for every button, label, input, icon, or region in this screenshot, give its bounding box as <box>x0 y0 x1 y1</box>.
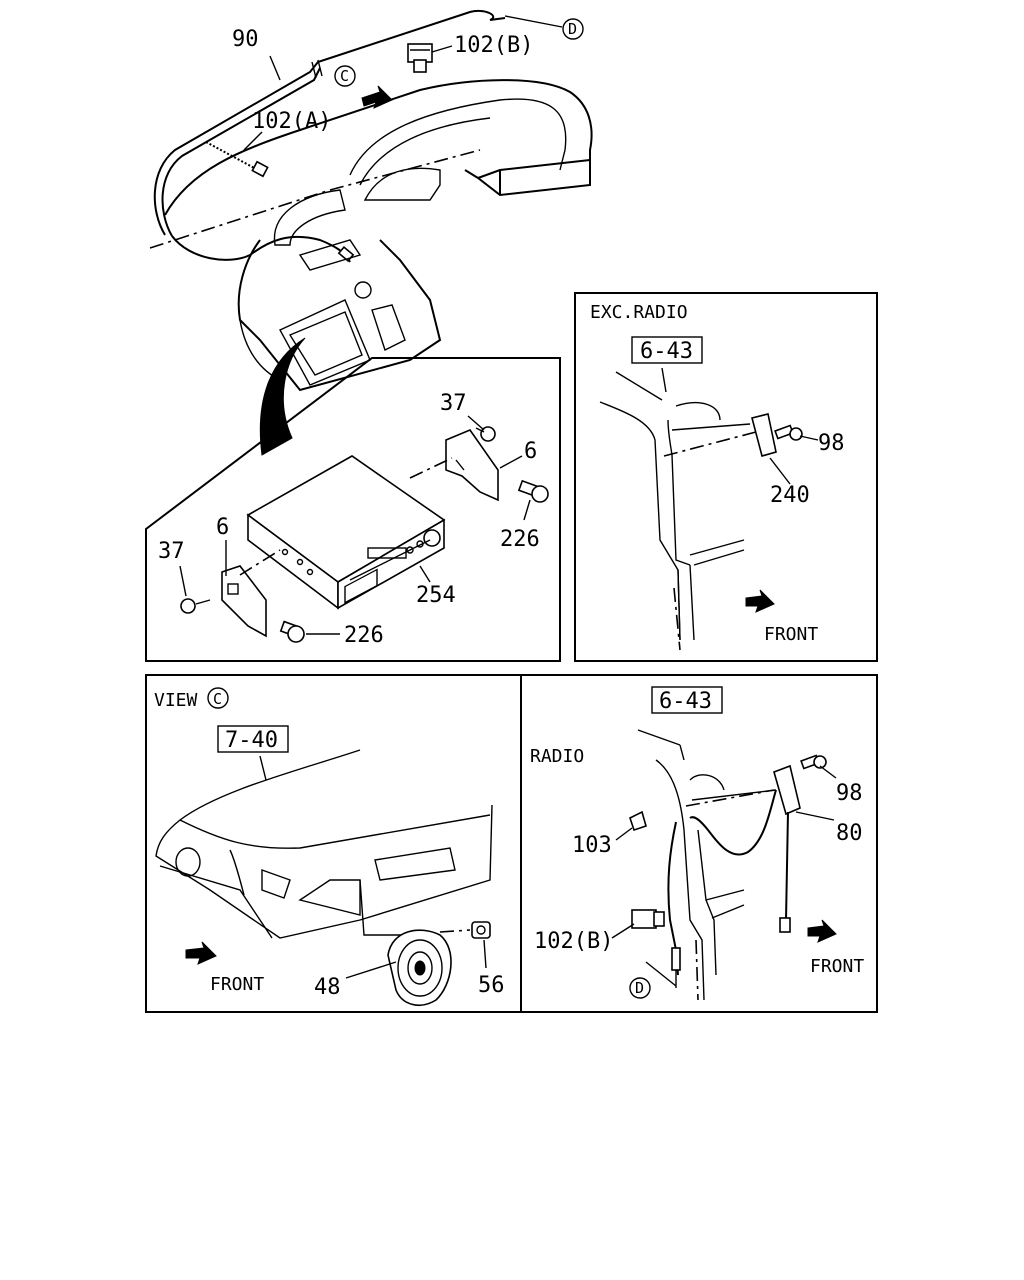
view-c-box <box>145 674 522 1013</box>
antenna-cable-90 <box>153 10 506 236</box>
view-c-title: VIEW <box>154 690 198 711</box>
ref-box-6-43-radio <box>651 686 723 714</box>
callout-37-left: 37 <box>158 539 185 564</box>
bolt-98-exc <box>774 424 803 441</box>
antenna-cable-inner <box>161 67 321 237</box>
view-c-ref: 7-40 <box>225 728 278 753</box>
nut-56 <box>471 921 491 939</box>
callout-102b-radio: 102(B) <box>534 929 613 954</box>
exc-radio-front: FRONT <box>764 624 818 645</box>
detail-swoosh <box>259 337 306 456</box>
bolt-226-right <box>517 479 549 503</box>
bracket-240 <box>751 413 777 457</box>
antenna-80 <box>773 764 801 933</box>
bracket-6-right <box>445 429 499 502</box>
view-c-front: FRONT <box>210 974 264 995</box>
callout-103: 103 <box>572 833 612 858</box>
circle-d-top: D <box>562 18 584 40</box>
callout-37-right: 37 <box>440 391 467 416</box>
exc-radio-title: EXC.RADIO <box>590 302 688 323</box>
radio-title: RADIO <box>530 746 584 767</box>
radio-front: FRONT <box>810 956 864 977</box>
bolt-226-left <box>279 620 305 643</box>
radio-ref: 6-43 <box>659 689 712 714</box>
front-arrow-exc <box>745 589 775 613</box>
bolt-37-right <box>475 426 496 442</box>
instrument-panel-drawing <box>149 10 593 392</box>
callout-56: 56 <box>478 973 505 998</box>
speaker-48 <box>387 929 452 1006</box>
callout-6-left: 6 <box>216 515 229 540</box>
view-c-circle-label: C <box>213 690 222 708</box>
callout-102b-top: 102(B) <box>454 33 533 58</box>
svg-text:D: D <box>568 20 577 38</box>
clip-103 <box>629 810 647 832</box>
clip-102b-top <box>407 43 433 73</box>
radio-detail-box <box>145 357 561 662</box>
callout-48: 48 <box>314 975 341 1000</box>
callout-240: 240 <box>770 483 810 508</box>
radio-box <box>520 674 878 1013</box>
callout-90: 90 <box>232 27 259 52</box>
callout-102a: 102(A) <box>252 109 331 134</box>
front-arrow-view-c <box>185 941 217 965</box>
callout-254: 254 <box>416 583 456 608</box>
callout-226-right: 226 <box>500 527 540 552</box>
circle-d-bottom: D <box>629 977 651 999</box>
dash-top-outline <box>164 79 593 216</box>
callout-6-right: 6 <box>524 439 537 464</box>
circle-c-top: C <box>334 65 356 87</box>
callout-98-radio: 98 <box>836 781 863 806</box>
callout-98-exc: 98 <box>818 431 845 456</box>
exc-radio-ref: 6-43 <box>640 339 693 364</box>
clip-102b-radio <box>631 909 665 929</box>
bolt-98-radio <box>800 754 827 770</box>
front-arrow-radio <box>807 919 837 943</box>
svg-text:D: D <box>635 979 644 997</box>
ref-box-7-40 <box>217 725 289 753</box>
ref-box-6-43-exc <box>631 336 703 364</box>
callout-80: 80 <box>836 821 863 846</box>
bracket-6-left <box>221 565 267 638</box>
radio-unit-254 <box>246 455 446 610</box>
bolt-37-left <box>180 598 211 614</box>
svg-text:C: C <box>340 67 349 85</box>
antenna-cable-to-radio <box>171 235 351 263</box>
exc-radio-box <box>574 292 878 662</box>
callout-226-left: 226 <box>344 623 384 648</box>
